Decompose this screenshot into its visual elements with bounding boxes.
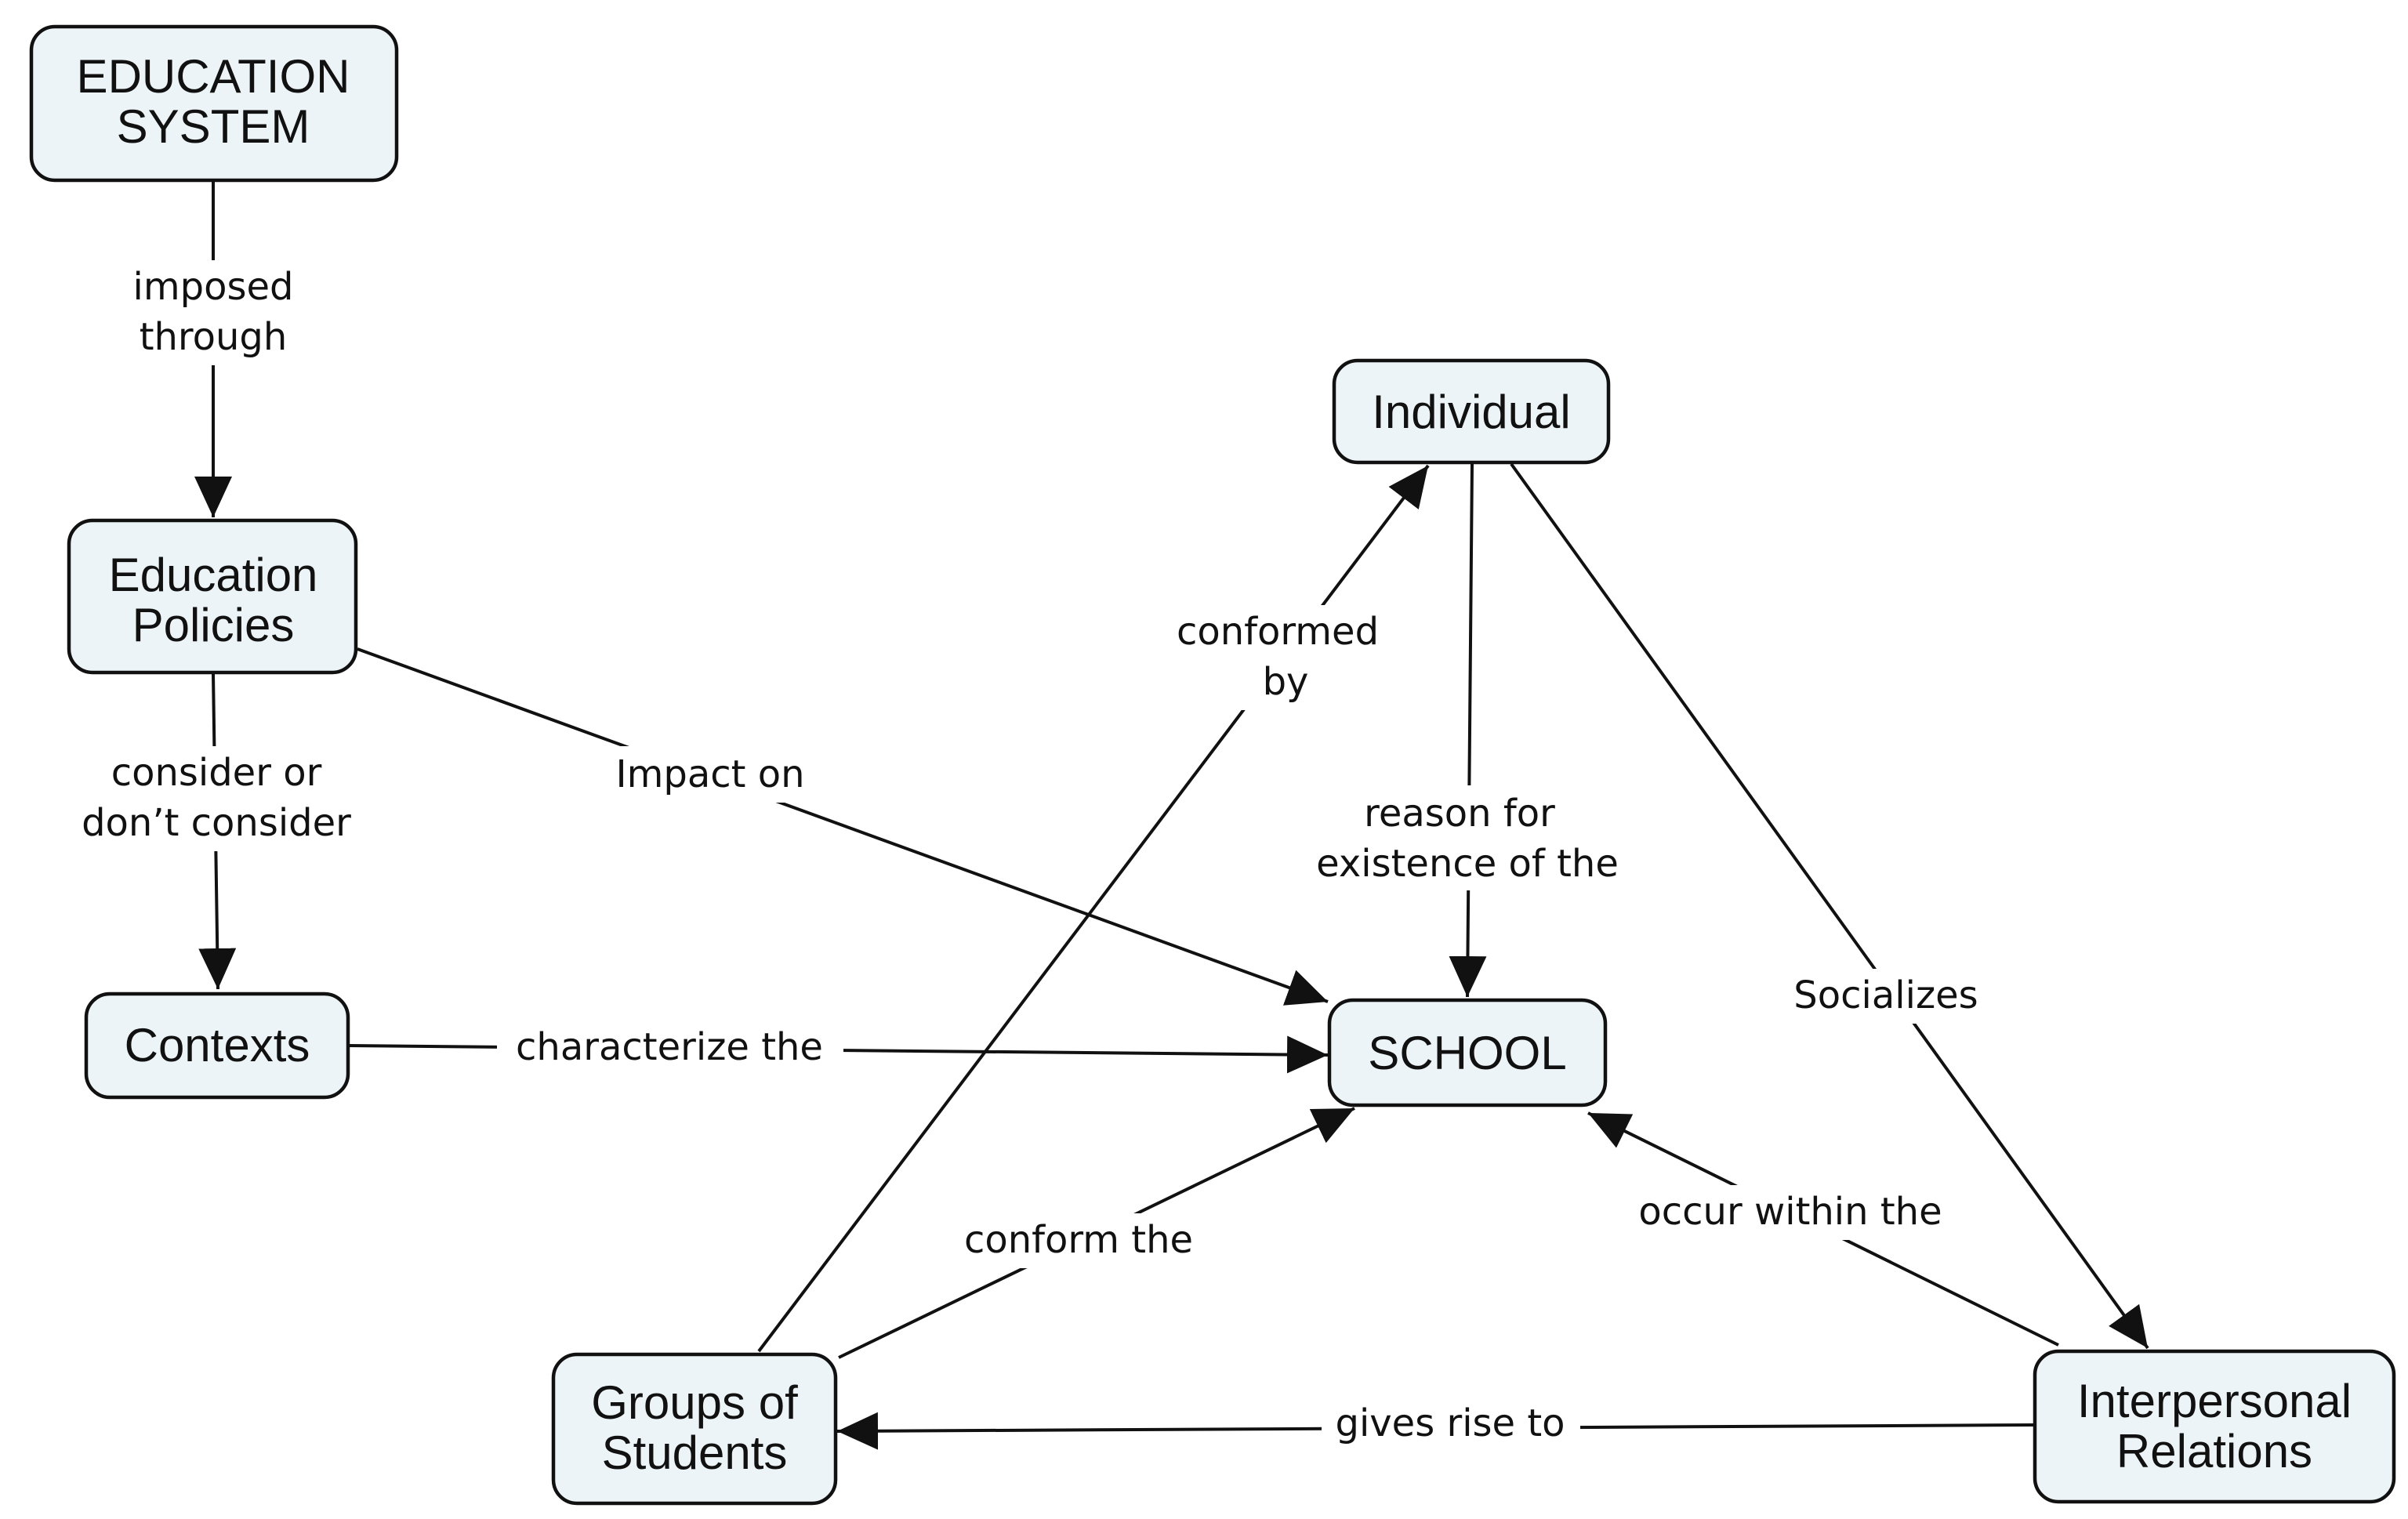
svg-text:conform the: conform the (964, 1218, 1193, 1262)
edge-reason-for-existence (1449, 463, 1487, 998)
svg-text:Students: Students (602, 1427, 788, 1479)
label-reason-for-existence: reason for existence of the (1293, 785, 1641, 890)
label-imposed-through: imposed through (110, 260, 317, 365)
label-conformed-by: conformed by (1160, 605, 1395, 710)
svg-text:existence of the: existence of the (1316, 842, 1619, 886)
node-education-policies[interactable]: Education Policies (67, 518, 358, 675)
label-consider-or-dont-consider: consider or don’t consider (63, 746, 370, 851)
svg-text:reason for: reason for (1364, 792, 1555, 836)
node-interpersonal-relations[interactable]: Interpersonal Relations (2033, 1349, 2396, 1504)
svg-text:Education: Education (109, 549, 318, 601)
svg-text:imposed: imposed (133, 265, 294, 309)
svg-text:consider or: consider or (111, 751, 322, 795)
svg-text:EDUCATION: EDUCATION (77, 50, 350, 103)
node-contexts[interactable]: Contexts (84, 992, 350, 1100)
svg-text:characterize the: characterize the (516, 1025, 823, 1069)
node-school[interactable]: SCHOOL (1327, 998, 1608, 1108)
svg-text:Interpersonal: Interpersonal (2077, 1375, 2352, 1427)
label-socializes: Socializes (1775, 969, 1997, 1024)
svg-text:don’t consider: don’t consider (82, 801, 351, 845)
svg-text:Socializes: Socializes (1793, 973, 1978, 1017)
svg-text:conformed: conformed (1177, 610, 1379, 654)
node-education-system[interactable]: EDUCATION SYSTEM (29, 24, 399, 183)
label-conform-the: conform the (945, 1213, 1212, 1268)
label-occur-within-the: occur within the (1618, 1185, 1963, 1240)
label-impact-on: Impact on (600, 746, 820, 803)
svg-text:gives rise to: gives rise to (1335, 1401, 1565, 1445)
node-groups-of-students[interactable]: Groups of Students (551, 1352, 838, 1506)
svg-text:Policies: Policies (132, 599, 295, 651)
svg-text:occur within the: occur within the (1638, 1190, 1942, 1234)
svg-text:by: by (1263, 660, 1309, 704)
svg-text:Contexts: Contexts (125, 1019, 310, 1071)
edge-socializes (1510, 462, 2149, 1350)
svg-text:Relations: Relations (2116, 1425, 2312, 1477)
node-individual[interactable]: Individual (1332, 358, 1611, 465)
svg-text:SCHOOL: SCHOOL (1368, 1027, 1566, 1079)
svg-text:SYSTEM: SYSTEM (117, 100, 310, 153)
svg-text:Groups of: Groups of (591, 1376, 798, 1429)
edge-impact-on (357, 647, 1329, 1006)
label-gives-rise-to: gives rise to (1322, 1397, 1580, 1452)
label-characterize-the: characterize the (497, 1021, 843, 1075)
svg-text:through: through (140, 315, 288, 359)
svg-text:Individual: Individual (1372, 386, 1571, 438)
svg-text:Impact on: Impact on (615, 752, 804, 796)
